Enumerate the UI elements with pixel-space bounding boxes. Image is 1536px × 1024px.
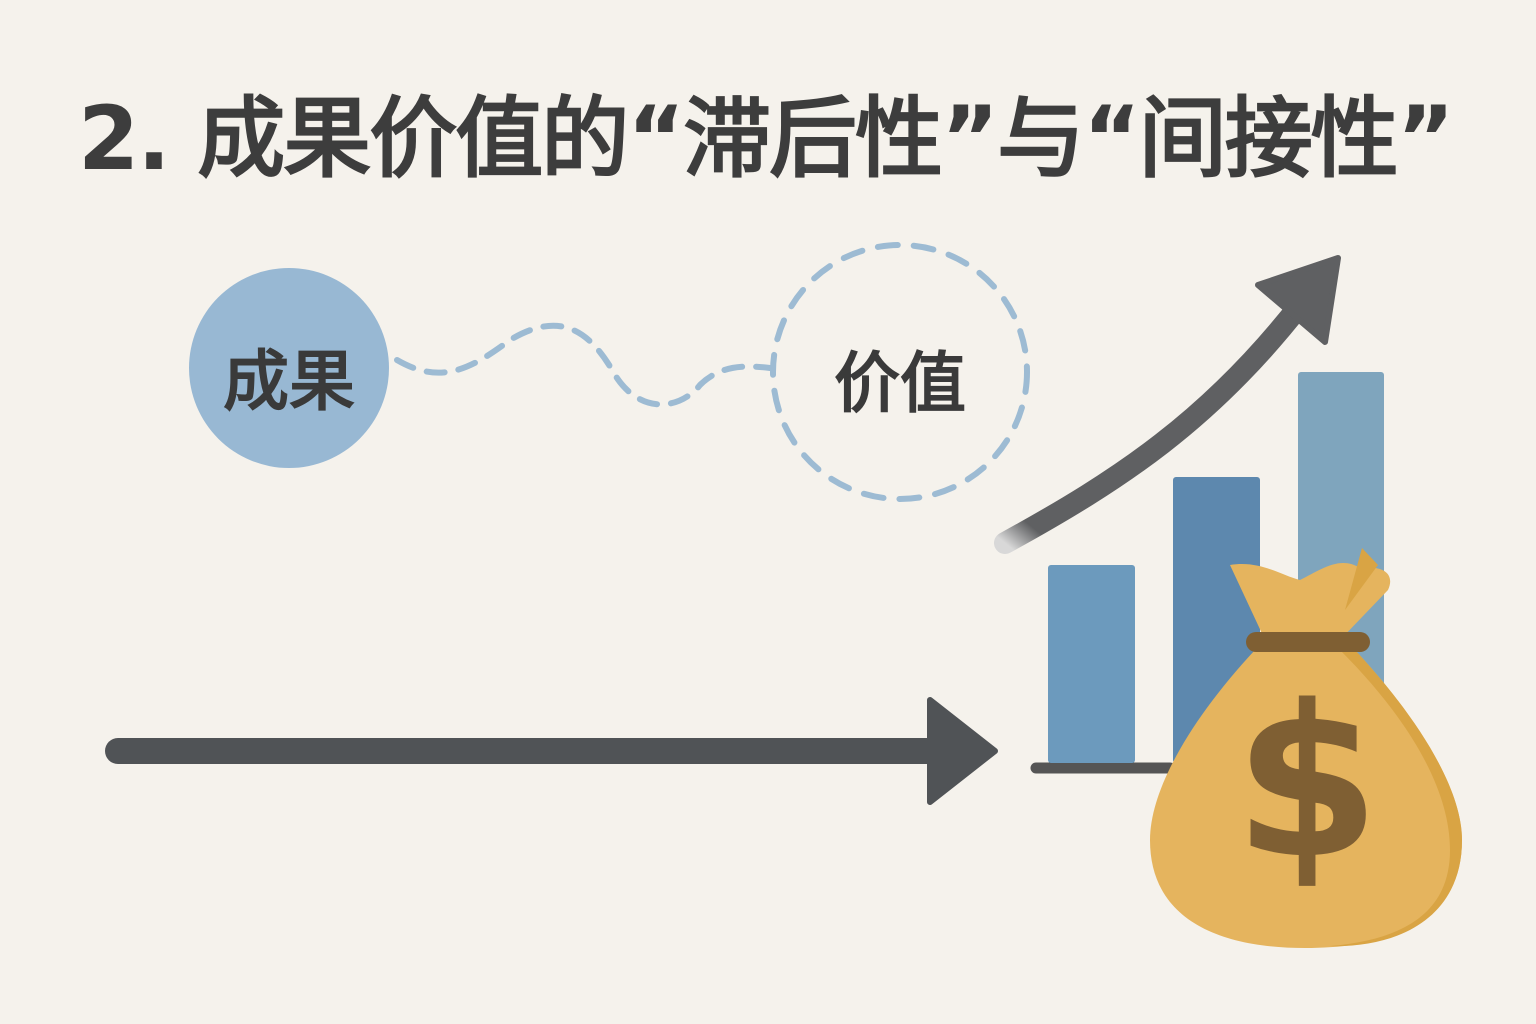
result-circle xyxy=(189,268,389,468)
money-bag-icon: $ xyxy=(1150,548,1462,948)
bar-1 xyxy=(1048,565,1135,763)
growth-arrow-icon xyxy=(994,255,1341,554)
dollar-sign: $ xyxy=(1234,660,1380,905)
value-dashed-circle xyxy=(770,242,1030,502)
result-label: 成果 xyxy=(223,343,355,420)
value-label: 价值 xyxy=(834,345,966,422)
page-title: 2. 成果价值的“滞后性”与“间接性” xyxy=(78,87,1455,190)
timeline-arrow-icon xyxy=(105,697,998,805)
dashed-connector xyxy=(394,322,773,408)
